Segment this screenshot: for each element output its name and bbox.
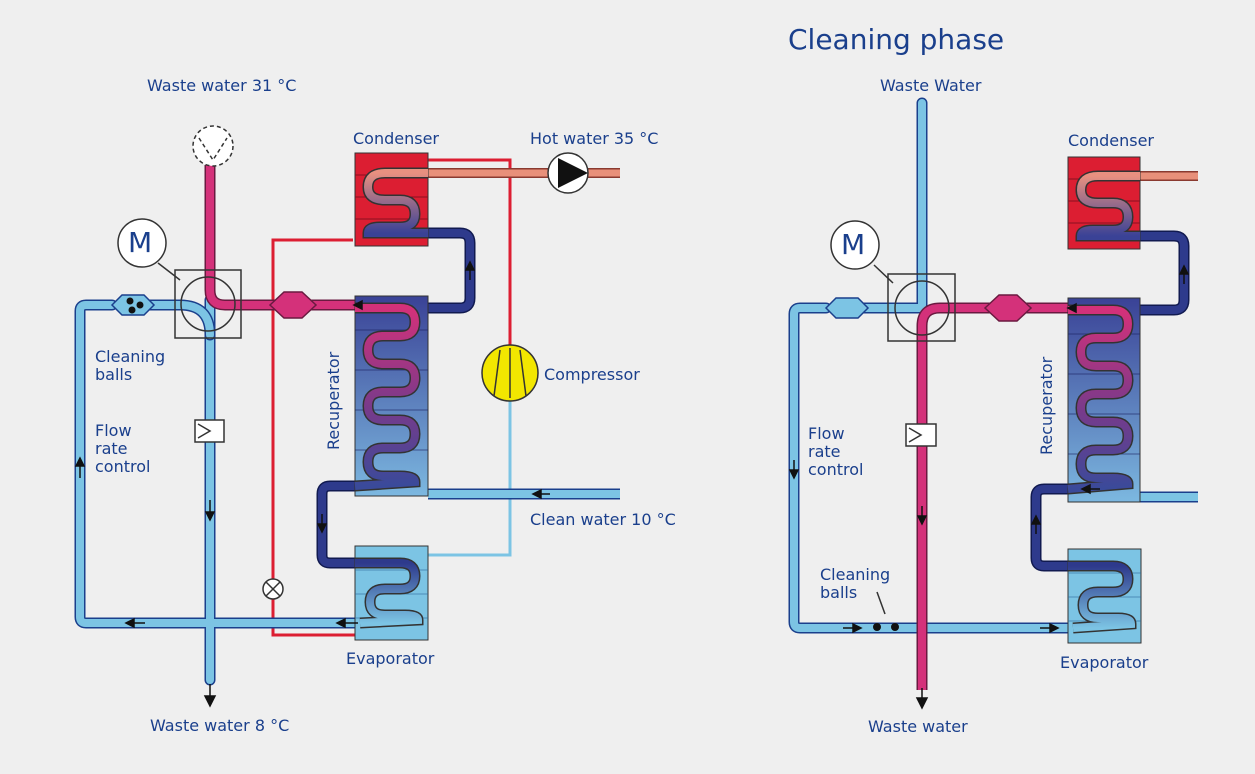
four-way-valve-right (873, 264, 956, 342)
motor-label-right: M (841, 228, 866, 261)
left-diagram (74, 125, 620, 708)
clean-water-label: Clean water 10 °C (530, 510, 676, 529)
cleaning-balls-label-right: Cleaning balls (820, 566, 900, 602)
motor-icon-right (830, 220, 880, 270)
flow-rate-label: Flow rate control (95, 422, 175, 476)
flow-rate-right-line-3: control (808, 460, 864, 479)
flow-control-valve (194, 419, 225, 443)
compressor (481, 344, 539, 402)
cleaning-balls-trap (110, 294, 156, 316)
hot-water-pump (547, 152, 589, 194)
cleaning-loop (74, 294, 366, 686)
flow-control-valve-right (905, 423, 937, 447)
filter-right (983, 294, 1033, 322)
flow-arrows-right (788, 264, 1190, 710)
suction-line (428, 400, 512, 557)
flow-rate-right-line-2: rate (808, 442, 841, 461)
evaporator-label: Evaporator (346, 649, 435, 668)
flow-arrows (74, 260, 550, 708)
waste-water-in-label-right: Waste Water (880, 76, 982, 95)
cleaning-phase-title: Cleaning phase (788, 23, 1005, 56)
condenser-right (1067, 156, 1141, 250)
flow-rate-line-2: rate (95, 439, 128, 458)
waste-water-out-label-right: Waste water (868, 717, 968, 736)
cleaning-balls-trap-right (824, 297, 870, 319)
cleaning-balls-right-line-1: Cleaning (820, 565, 891, 584)
four-way-valve (157, 262, 242, 339)
waste-inlet-pipe (204, 165, 355, 311)
recuperator (354, 295, 429, 497)
cleaning-balls-line-1: Cleaning (95, 347, 166, 366)
condenser-label: Condenser (353, 129, 439, 148)
flow-rate-right-line-1: Flow (808, 424, 845, 443)
waste-water-out-label: Waste water 8 °C (150, 716, 290, 735)
right-diagram (788, 97, 1198, 710)
expansion-valve (262, 578, 284, 600)
compressor-label: Compressor (544, 365, 640, 384)
cleaning-balls-right-line-2: balls (820, 583, 858, 602)
motor-icon (117, 218, 167, 268)
waste-pipe-right (916, 302, 1068, 690)
cleaning-balls-line-2: balls (95, 365, 133, 384)
hot-water-label: Hot water 35 °C (530, 129, 659, 148)
flow-rate-line-1: Flow (95, 421, 132, 440)
recuperator-label-right: Recuperator (1037, 356, 1056, 455)
recuperator-right (1067, 297, 1141, 503)
motor-label: M (128, 226, 153, 259)
refrigerant-lines (271, 158, 512, 637)
evaporator-label-right: Evaporator (1060, 653, 1149, 672)
evaporator-right (1067, 548, 1142, 644)
flow-rate-label-right: Flow rate control (808, 425, 888, 479)
cleaning-balls-right (873, 591, 899, 631)
filter (268, 291, 318, 319)
recuperator-label: Recuperator (324, 351, 343, 450)
flow-rate-line-3: control (95, 457, 151, 476)
condenser (354, 152, 429, 247)
cleaning-balls-label: Cleaning balls (95, 348, 175, 384)
condenser-label-right: Condenser (1068, 131, 1154, 150)
evaporator (354, 545, 429, 641)
check-valve-dashed (192, 125, 234, 167)
waste-water-in-label: Waste water 31 °C (147, 76, 297, 95)
